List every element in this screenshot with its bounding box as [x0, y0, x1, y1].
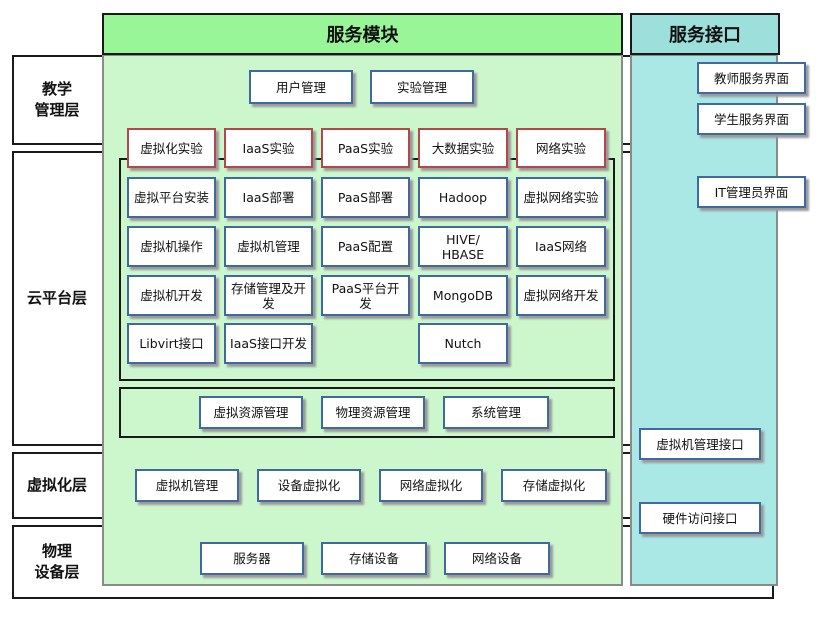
resource-management-group — [119, 387, 615, 438]
module-paas-deploy: PaaS部署 — [321, 177, 410, 218]
it-admin-interface: IT管理员界面 — [697, 176, 806, 208]
module-nutch: Nutch — [418, 323, 508, 364]
module-device-virtualization: 设备虚拟化 — [257, 469, 361, 502]
module-vm-development: 虚拟机开发 — [127, 275, 216, 316]
module-mongodb: MongoDB — [418, 275, 508, 316]
module-storage-virtualization: 存储虚拟化 — [501, 469, 607, 502]
category-virtualization-experiment: 虚拟化实验 — [127, 128, 216, 168]
module-system-mgmt: 系统管理 — [443, 396, 549, 429]
module-paas-platform-dev: PaaS平台开发 — [321, 275, 410, 316]
layer-label-cloud: 云平台层 — [26, 289, 87, 307]
service-modules-header: 服务模块 — [102, 13, 623, 55]
module-virtual-network-dev: 虚拟网络开发 — [516, 275, 606, 316]
module-vm-operation: 虚拟机操作 — [127, 226, 216, 267]
teacher-service-interface: 教师服务界面 — [697, 62, 806, 94]
student-service-interface: 学生服务界面 — [697, 103, 806, 135]
module-iaas-interface-dev: IaaS接口开发 — [224, 323, 313, 364]
vm-management-interface: 虚拟机管理接口 — [639, 428, 761, 460]
module-libvirt-interface: Libvirt接口 — [127, 323, 216, 364]
module-virtual-platform-install: 虚拟平台安装 — [127, 177, 216, 218]
module-vm-management-virt: 虚拟机管理 — [135, 469, 239, 502]
device-network: 网络设备 — [444, 542, 550, 575]
module-vm-management: 虚拟机管理 — [224, 226, 313, 267]
module-virtual-network-experiment: 虚拟网络实验 — [516, 177, 606, 218]
hardware-access-interface: 硬件访问接口 — [639, 502, 761, 534]
module-iaas-network: IaaS网络 — [516, 226, 606, 267]
layer-label-physical: 物理 设备层 — [34, 542, 80, 581]
module-paas-config: PaaS配置 — [321, 226, 410, 267]
user-management-box: 用户管理 — [249, 70, 353, 104]
layer-label-virtualization: 虚拟化层 — [26, 476, 87, 494]
service-interfaces-column — [630, 54, 778, 586]
device-storage: 存储设备 — [321, 542, 427, 575]
module-storage-management: 存储管理及开发 — [224, 275, 313, 316]
experiment-management-box: 实验管理 — [370, 70, 474, 104]
device-server: 服务器 — [200, 542, 304, 575]
module-physical-resource-mgmt: 物理资源管理 — [321, 396, 425, 429]
category-iaas-experiment: IaaS实验 — [224, 128, 313, 168]
category-bigdata-experiment: 大数据实验 — [418, 128, 508, 168]
layer-label-teaching: 教学 管理层 — [34, 80, 80, 119]
module-iaas-deploy: IaaS部署 — [224, 177, 313, 218]
module-virtual-resource-mgmt: 虚拟资源管理 — [199, 396, 303, 429]
service-interfaces-header: 服务接口 — [630, 13, 780, 55]
module-hive-hbase: HIVE/ HBASE — [418, 226, 508, 267]
category-network-experiment: 网络实验 — [516, 128, 606, 168]
module-hadoop: Hadoop — [418, 177, 508, 218]
category-paas-experiment: PaaS实验 — [321, 128, 410, 168]
module-network-virtualization: 网络虚拟化 — [379, 469, 483, 502]
